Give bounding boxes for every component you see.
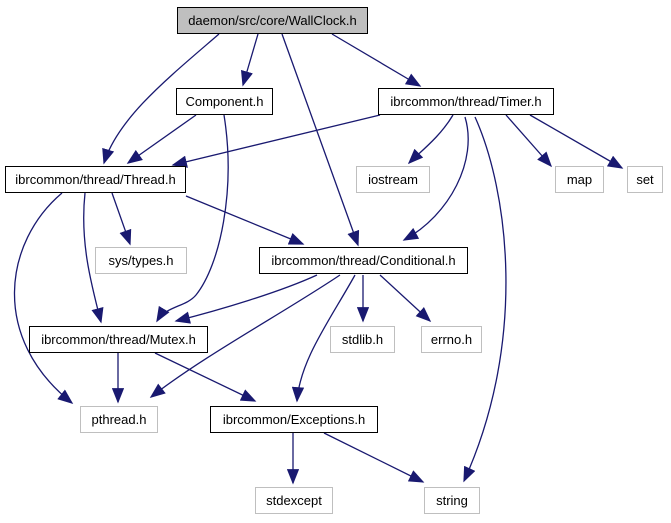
node-timer[interactable]: ibrcommon/thread/Timer.h [378,88,554,115]
edge-conditional-to-mutex [174,274,318,324]
node-mutex[interactable]: ibrcommon/thread/Mutex.h [29,326,208,353]
edge-conditional-to-errno [379,274,432,323]
edge-thread-to-systypes [111,192,132,246]
edge-conditional-to-pthread [149,274,341,398]
node-thread[interactable]: ibrcommon/thread/Thread.h [5,166,186,193]
edge-component-to-mutex [156,114,229,323]
edge-conditional-to-exceptions [291,274,356,403]
edge-thread-to-pthread [13,192,74,404]
edge-timer-to-string [463,116,507,483]
edge-thread-to-conditional [185,195,305,245]
node-systypes: sys/types.h [95,247,187,274]
edge-timer-to-conditional [402,116,469,241]
node-string: string [424,487,480,514]
edge-timer-to-map [505,114,553,168]
node-stdexcept: stdexcept [255,487,333,514]
node-pthread: pthread.h [80,406,158,433]
edge-timer-to-iostream [407,114,454,165]
node-errno: errno.h [421,326,482,353]
edge-wallclock-to-thread [102,33,220,165]
node-exceptions[interactable]: ibrcommon/Exceptions.h [210,406,378,433]
node-wallclock: daemon/src/core/WallClock.h [177,7,368,34]
edge-wallclock-to-timer [331,33,422,87]
node-iostream: iostream [356,166,430,193]
edge-wallclock-to-component [240,33,259,87]
edge-wallclock-to-conditional [281,33,360,247]
node-component[interactable]: Component.h [176,88,273,115]
node-stdlib: stdlib.h [330,326,395,353]
edge-timer-to-thread [171,114,381,168]
edge-thread-to-mutex [83,192,104,324]
node-set: set [627,166,663,193]
edge-exceptions-to-string [323,432,425,483]
node-conditional[interactable]: ibrcommon/thread/Conditional.h [259,247,468,274]
edge-mutex-to-exceptions [154,352,257,402]
edge-component-to-thread [126,114,197,164]
node-map: map [555,166,604,193]
edge-timer-to-set [529,114,624,169]
